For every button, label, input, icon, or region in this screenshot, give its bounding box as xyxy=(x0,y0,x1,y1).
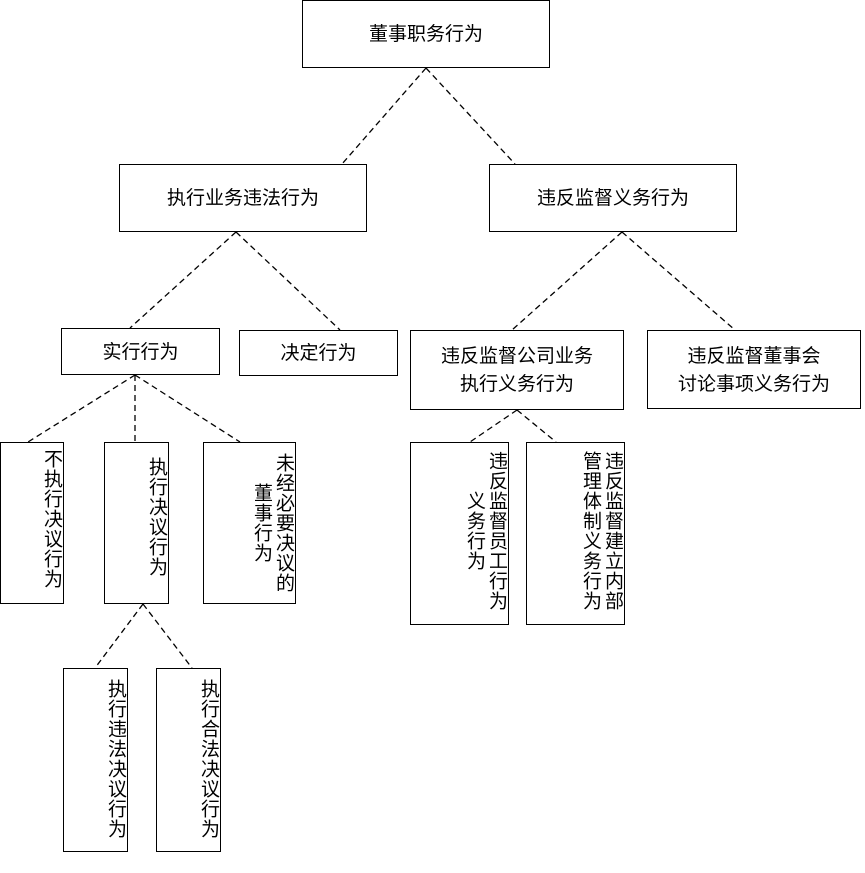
node-execute-legal-label: 执行合法决议行为 xyxy=(198,679,220,839)
node-not-execute: 不执行决议行为 xyxy=(0,442,64,604)
edge-resolution-illegal xyxy=(94,603,144,669)
node-internal-control: 违反监督建立内部 管理体制义务行为 xyxy=(526,442,625,625)
node-supervision-violation-label: 违反监督义务行为 xyxy=(536,187,689,209)
edge-company-internal xyxy=(516,409,557,443)
node-internal-control-label: 违反监督建立内部 管理体制义务行为 xyxy=(580,451,624,611)
edge-resolution-legal xyxy=(142,603,193,669)
node-supervise-staff: 违反监督员工行为 义务行为 xyxy=(410,442,509,625)
edge-company-staff xyxy=(469,409,518,443)
node-no-resolution: 未经必要决议的 董事行为 xyxy=(203,442,296,604)
node-implement-label: 实行行为 xyxy=(102,340,179,363)
node-supervise-company-label: 违反监督公司业务 执行义务行为 xyxy=(440,345,593,395)
node-root-label: 董事职务行为 xyxy=(368,23,483,45)
node-execute-illegal-label: 执行违法决议行为 xyxy=(105,679,127,839)
node-decide: 决定行为 xyxy=(239,330,398,376)
node-no-resolution-label: 未经必要决议的 董事行为 xyxy=(251,453,295,593)
edge-implement-no-resolution xyxy=(134,374,241,443)
node-execute-resolution-label: 执行决议行为 xyxy=(146,457,168,577)
edge-supervision-supervise-company xyxy=(511,231,623,331)
node-implement: 实行行为 xyxy=(61,328,220,375)
node-exec-violation: 执行业务违法行为 xyxy=(119,164,367,232)
node-not-execute-label: 不执行决议行为 xyxy=(41,449,63,589)
edge-root-supervision-violation xyxy=(425,67,516,165)
node-root: 董事职务行为 xyxy=(302,0,550,68)
node-supervise-board-label: 违反监督董事会 讨论事项义务行为 xyxy=(677,344,830,395)
node-execute-legal: 执行合法决议行为 xyxy=(156,668,221,852)
node-supervise-staff-label: 违反监督员工行为 义务行为 xyxy=(464,451,508,611)
edge-implement-not-execute xyxy=(27,374,136,443)
node-supervise-company: 违反监督公司业务 执行义务行为 xyxy=(410,330,624,410)
node-decide-label: 决定行为 xyxy=(280,342,357,364)
edge-exec-violation-implement xyxy=(129,231,237,329)
node-execute-illegal: 执行违法决议行为 xyxy=(63,668,128,852)
node-supervision-violation: 违反监督义务行为 xyxy=(489,164,737,232)
edge-root-exec-violation xyxy=(341,67,427,165)
node-execute-resolution: 执行决议行为 xyxy=(104,442,169,604)
node-supervise-board: 违反监督董事会 讨论事项义务行为 xyxy=(647,330,861,409)
node-exec-violation-label: 执行业务违法行为 xyxy=(166,187,319,209)
edge-supervision-supervise-board xyxy=(621,231,736,331)
edge-exec-violation-decide xyxy=(235,231,341,331)
